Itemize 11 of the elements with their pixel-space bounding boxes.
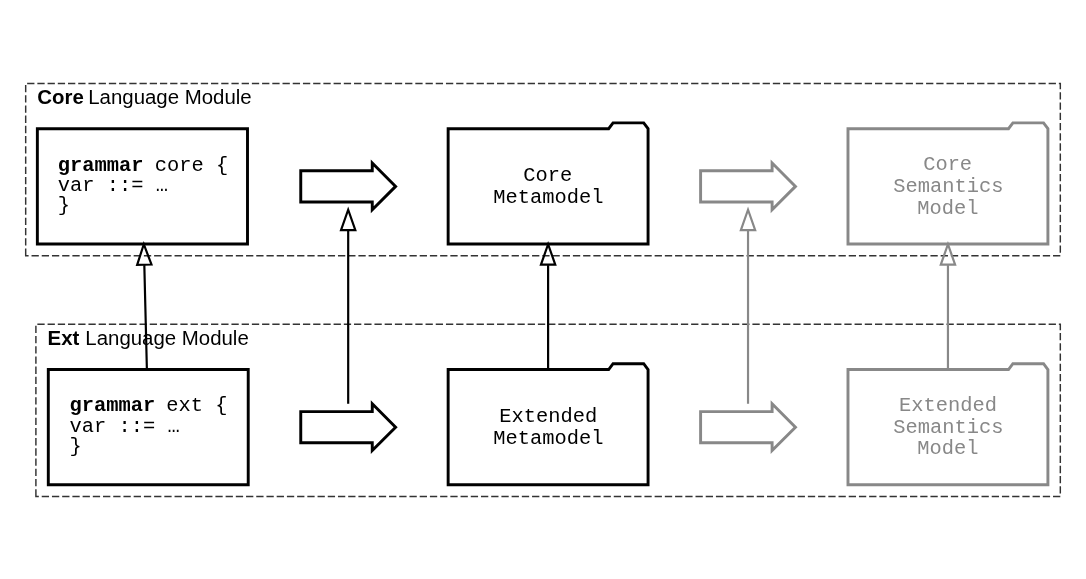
arrow — [539, 240, 557, 369]
node-box: grammar core { var ::= … } — [35, 126, 249, 245]
node-box: grammar ext { var ::= … } — [46, 367, 250, 486]
node-arrow — [699, 159, 798, 213]
arrow — [939, 240, 957, 369]
arrow — [135, 240, 154, 369]
node-arrow — [299, 399, 398, 454]
node-arrow — [699, 399, 798, 454]
node-arrow — [299, 159, 398, 213]
arrow — [739, 205, 757, 404]
arrow — [339, 205, 357, 404]
